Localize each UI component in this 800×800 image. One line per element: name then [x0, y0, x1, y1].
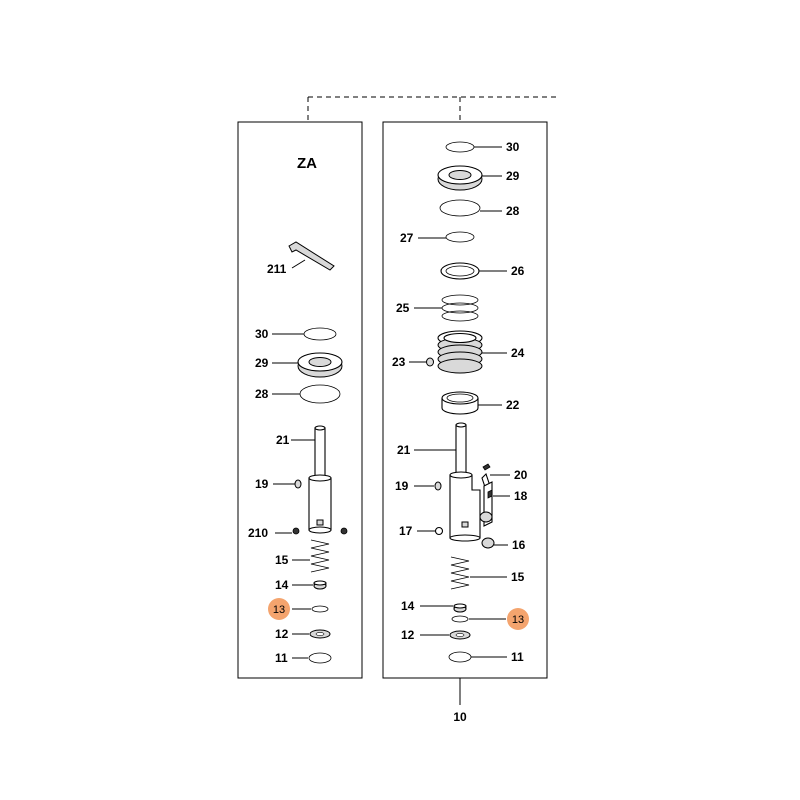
part-29-bearing-right: 29 — [437, 165, 520, 191]
part-15-spring-right: 15 — [450, 556, 525, 590]
part-19-key: 19 — [255, 477, 302, 491]
label-19-right: 19 — [395, 479, 409, 493]
part-12-washer: 12 — [275, 627, 331, 641]
label-11-left: 11 — [275, 651, 288, 665]
label-11-right: 11 — [511, 650, 524, 664]
label-28-right: 28 — [506, 204, 520, 218]
right-panel-frame — [382, 121, 548, 679]
label-26-right: 26 — [511, 264, 525, 278]
label-14-left: 14 — [275, 578, 289, 592]
part-19-key-right: 19 — [395, 479, 442, 493]
part-28-snap-ring-right: 28 — [439, 199, 520, 218]
label-28-left: 28 — [255, 387, 269, 401]
label-29-left: 29 — [255, 356, 269, 370]
part-29-bearing: 29 — [255, 352, 343, 378]
label-20-right: 20 — [514, 468, 528, 482]
label-30-left: 30 — [255, 327, 269, 341]
part-210-pins: 210 — [248, 526, 348, 540]
label-19-left: 19 — [255, 477, 269, 491]
label-24-right: 24 — [511, 346, 525, 360]
part-26-ring: 26 — [440, 262, 525, 280]
label-21-right: 21 — [397, 443, 411, 457]
label-16-right: 16 — [512, 538, 526, 552]
label-27-right: 27 — [400, 231, 414, 245]
part-30-circlip: 30 — [255, 327, 337, 341]
part-17-ball: 17 — [399, 524, 444, 538]
assembly-number: 10 — [453, 710, 467, 724]
label-13-left: 13 — [273, 604, 285, 616]
part-28-snap-ring: 28 — [255, 384, 341, 404]
label-21-left: 21 — [276, 433, 290, 447]
part-14-cup: 14 — [275, 578, 327, 592]
part-211-hex-key: 211 — [267, 241, 335, 276]
part-11-circlip-right: 11 — [448, 650, 524, 664]
part-13-o-ring: 13 — [268, 598, 329, 620]
part-22-sleeve: 22 — [441, 391, 520, 415]
highlight-marker-left — [268, 598, 290, 620]
part-21-spindle-right: 21 — [397, 422, 481, 542]
part-13-o-ring-right: 13 — [451, 608, 529, 630]
part-16-rollers: 16 — [479, 511, 526, 552]
part-15-spring: 15 — [275, 539, 330, 573]
part-30-circlip-right: 30 — [445, 140, 520, 154]
label-25-right: 25 — [396, 301, 410, 315]
label-23-right: 23 — [392, 355, 406, 369]
part-24-clutch-body: 24 — [437, 330, 525, 374]
part-14-cup-right: 14 — [401, 599, 467, 613]
part-12-washer-right: 12 — [401, 628, 471, 642]
highlight-marker-right — [507, 608, 529, 630]
label-14-right: 14 — [401, 599, 415, 613]
label-15-right: 15 — [511, 570, 525, 584]
label-29-right: 29 — [506, 169, 520, 183]
label-12-right: 12 — [401, 628, 415, 642]
left-panel-frame — [237, 121, 363, 679]
dashed-connector — [307, 96, 558, 122]
label-210: 210 — [248, 526, 268, 540]
part-25-sleeve: 25 — [396, 294, 479, 322]
label-12-left: 12 — [275, 627, 289, 641]
label-15-left: 15 — [275, 553, 289, 567]
label-18-right: 18 — [514, 489, 528, 503]
label-22-right: 22 — [506, 398, 520, 412]
part-23-ball: 23 — [392, 355, 434, 369]
label-30-right: 30 — [506, 140, 520, 154]
label-17-right: 17 — [399, 524, 413, 538]
label-13-right: 13 — [512, 614, 524, 626]
left-panel-title: ZA — [297, 155, 317, 172]
part-27-ring: 27 — [400, 231, 475, 245]
part-11-circlip: 11 — [275, 651, 332, 665]
part-21-spindle: 21 — [276, 425, 332, 534]
label-211: 211 — [267, 262, 287, 276]
